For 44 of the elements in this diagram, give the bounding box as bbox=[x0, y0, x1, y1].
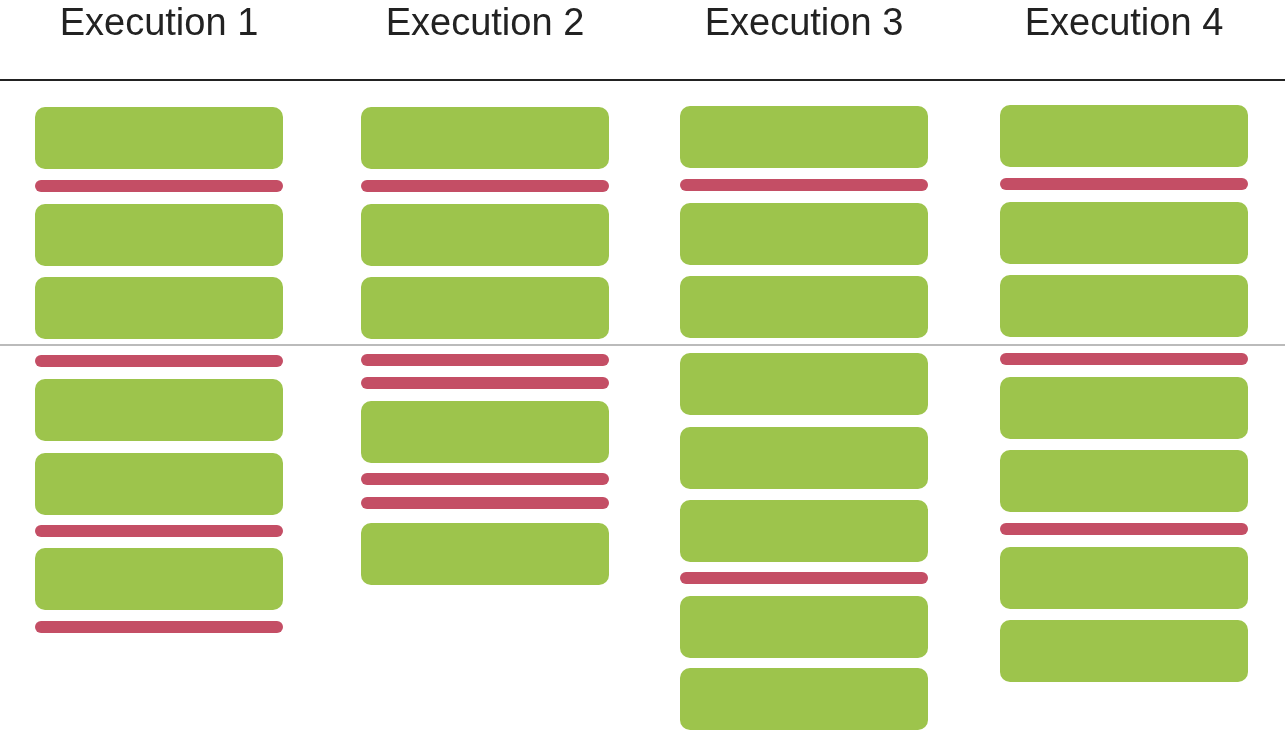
separator-bar bbox=[361, 497, 609, 509]
separator-bar bbox=[680, 572, 928, 584]
task-block bbox=[35, 453, 283, 515]
task-block bbox=[35, 277, 283, 339]
column-heading: Execution 3 bbox=[703, 0, 905, 44]
task-block bbox=[1000, 275, 1248, 337]
task-block bbox=[35, 204, 283, 266]
separator-bar bbox=[361, 473, 609, 485]
task-block bbox=[1000, 377, 1248, 439]
task-block bbox=[35, 379, 283, 441]
task-block bbox=[1000, 450, 1248, 512]
separator-bar bbox=[1000, 353, 1248, 365]
task-block bbox=[1000, 202, 1248, 264]
separator-bar bbox=[1000, 523, 1248, 535]
separator-bar bbox=[680, 179, 928, 191]
separator-bar bbox=[35, 621, 283, 633]
column-heading: Execution 4 bbox=[1023, 0, 1225, 44]
task-block bbox=[361, 401, 609, 463]
column-heading: Execution 2 bbox=[384, 0, 586, 44]
task-block bbox=[680, 203, 928, 265]
task-block bbox=[680, 500, 928, 562]
column-heading: Execution 1 bbox=[58, 0, 260, 44]
separator-bar bbox=[35, 525, 283, 537]
separator-bar bbox=[1000, 178, 1248, 190]
task-block bbox=[361, 277, 609, 339]
task-block bbox=[680, 668, 928, 730]
separator-bar bbox=[361, 377, 609, 389]
task-block bbox=[361, 204, 609, 266]
task-block bbox=[680, 276, 928, 338]
task-block bbox=[1000, 105, 1248, 167]
separator-bar bbox=[35, 355, 283, 367]
task-block bbox=[361, 523, 609, 585]
separator-bar bbox=[361, 354, 609, 366]
task-block bbox=[1000, 620, 1248, 682]
task-block bbox=[680, 596, 928, 658]
task-block bbox=[680, 427, 928, 489]
separator-bar bbox=[35, 180, 283, 192]
task-block bbox=[680, 353, 928, 415]
task-block bbox=[361, 107, 609, 169]
separator-bar bbox=[361, 180, 609, 192]
task-block bbox=[35, 548, 283, 610]
task-block bbox=[680, 106, 928, 168]
task-block bbox=[1000, 547, 1248, 609]
task-block bbox=[35, 107, 283, 169]
